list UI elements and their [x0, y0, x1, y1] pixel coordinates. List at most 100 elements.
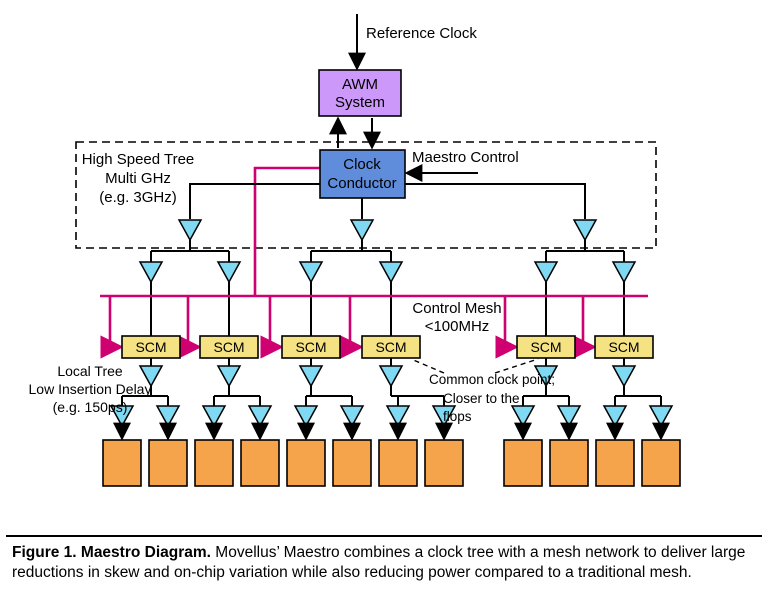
- flop-block: [148, 439, 188, 487]
- clock-buffer-icon: [385, 405, 411, 428]
- clock-buffer-icon: [556, 405, 582, 428]
- clock-buffer-icon: [533, 261, 559, 284]
- branch-wires-mid: [310, 240, 392, 262]
- trunk-wires: [189, 183, 586, 219]
- high-speed-tree-label-group: High Speed Tree Multi GHz (e.g. 3GHz): [82, 151, 195, 206]
- clock-buffer-icon: [216, 261, 242, 284]
- flop-block: [378, 439, 418, 487]
- control-mesh-group: Control Mesh <100MHz: [100, 294, 648, 359]
- awm-system-box: [318, 69, 402, 117]
- split-wires: [213, 386, 261, 406]
- common-clock-annotation-line-right: [494, 358, 539, 374]
- local-tree-label-line3: (e.g. 150ps): [53, 399, 128, 415]
- common-clock-label-line1: Common clock point;: [429, 372, 555, 387]
- mesh-drop-arrow: [100, 296, 124, 359]
- clock-buffer-icon: [293, 405, 319, 428]
- clock-buffer-icon: [298, 261, 324, 284]
- split-wires: [121, 386, 169, 406]
- mesh-drop-arrow: [340, 296, 364, 359]
- clock-buffer-icon: [349, 219, 375, 242]
- split-wires: [614, 386, 662, 406]
- flop-block: [549, 439, 589, 487]
- flop-block: [286, 439, 326, 487]
- maestro-control-label: Maestro Control: [412, 149, 519, 166]
- high-speed-tree-label-line3: (e.g. 3GHz): [99, 189, 177, 206]
- clock-buffer-icon: [611, 365, 637, 388]
- clock-buffer-icon: [138, 261, 164, 284]
- local-tree-3: [286, 358, 372, 487]
- high-speed-tree-label-line1: High Speed Tree: [82, 151, 195, 168]
- scm-label: SCM: [213, 339, 244, 355]
- clock-conductor-box: [319, 149, 406, 199]
- clock-buffer-icon: [138, 365, 164, 388]
- awm-conductor-feedback-arrows: [329, 116, 381, 150]
- scm-label: SCM: [295, 339, 326, 355]
- clock-buffer-icon: [298, 365, 324, 388]
- reference-clock-label: Reference Clock: [366, 25, 477, 42]
- maestro-control-group: Maestro Control: [404, 149, 519, 182]
- common-clock-annotation-line-left: [410, 358, 445, 374]
- clock-conductor-label-line2: Conductor: [327, 175, 396, 192]
- clock-buffer-icon: [431, 405, 457, 428]
- clock-buffer-icon: [611, 261, 637, 284]
- local-tree-label-line1: Local Tree: [57, 363, 123, 379]
- local-tree-1: [102, 358, 188, 487]
- scm-label: SCM: [530, 339, 561, 355]
- branch-wires-right: [545, 240, 625, 262]
- clock-conductor-label-line1: Clock: [343, 156, 381, 173]
- local-tree-label-group: Local Tree Low Insertion Delay (e.g. 150…: [29, 363, 152, 415]
- flop-block: [595, 439, 635, 487]
- split-wires: [305, 386, 353, 406]
- figure-caption-body: Movellus’ Maestro combines a clock tree …: [12, 544, 746, 581]
- flop-block: [194, 439, 234, 487]
- scm-row: SCM SCM SCM SCM SCM SCM: [121, 335, 654, 359]
- local-tree-5: [503, 358, 589, 487]
- scm-label: SCM: [135, 339, 166, 355]
- scm-label: SCM: [375, 339, 406, 355]
- split-wires: [390, 386, 445, 406]
- local-tree-label-line2: Low Insertion Delay: [29, 381, 152, 397]
- control-mesh-label-line2: <100MHz: [425, 318, 490, 335]
- awm-system-label-line1: AWM: [342, 76, 378, 93]
- local-tree-6: [595, 358, 681, 487]
- scm-feed-wires: [150, 282, 625, 336]
- common-clock-label-line3: flops: [443, 409, 472, 424]
- flop-block: [503, 439, 543, 487]
- clock-buffer-icon: [177, 219, 203, 242]
- figure-caption-title: Figure 1. Maestro Diagram.: [12, 544, 211, 561]
- scm-label: SCM: [608, 339, 639, 355]
- clock-buffer-icon: [572, 219, 598, 242]
- split-wires: [522, 386, 570, 406]
- clock-buffer-icon: [109, 405, 135, 428]
- clock-buffer-icon: [602, 405, 628, 428]
- clock-buffer-icon: [510, 405, 536, 428]
- local-tree-2: [194, 358, 280, 487]
- flop-block: [332, 439, 372, 487]
- flop-block: [240, 439, 280, 487]
- mesh-drop-arrow: [495, 296, 519, 359]
- clock-buffer-icon: [201, 405, 227, 428]
- common-clock-label-line2: Closer to the: [443, 391, 520, 406]
- control-mesh-label-line1: Control Mesh: [412, 300, 501, 317]
- flop-block: [641, 439, 681, 487]
- clock-buffer-icon: [533, 365, 559, 388]
- clock-buffer-icon: [378, 365, 404, 388]
- reference-clock-group: Reference Clock: [348, 14, 477, 71]
- figure-caption: Figure 1. Maestro Diagram. Movellus’ Mae…: [6, 535, 762, 583]
- branch-wires-left: [150, 240, 230, 262]
- flop-block: [102, 439, 142, 487]
- high-speed-tree-buffers: [138, 219, 637, 284]
- clock-buffer-icon: [378, 261, 404, 284]
- high-speed-tree-label-line2: Multi GHz: [105, 170, 171, 187]
- flop-block: [424, 439, 464, 487]
- mesh-drop-arrow: [260, 296, 284, 359]
- high-speed-tree-boundary: [75, 141, 657, 249]
- mesh-drop-arrow: [573, 296, 597, 359]
- mesh-source-wire: [253, 166, 320, 296]
- clock-buffer-icon: [339, 405, 365, 428]
- clock-buffer-icon: [216, 365, 242, 388]
- common-clock-point-annotation: Common clock point; Closer to the flops: [410, 358, 555, 424]
- maestro-diagram: Reference Clock AWM System High Speed Tr…: [29, 14, 681, 487]
- clock-buffer-icon: [155, 405, 181, 428]
